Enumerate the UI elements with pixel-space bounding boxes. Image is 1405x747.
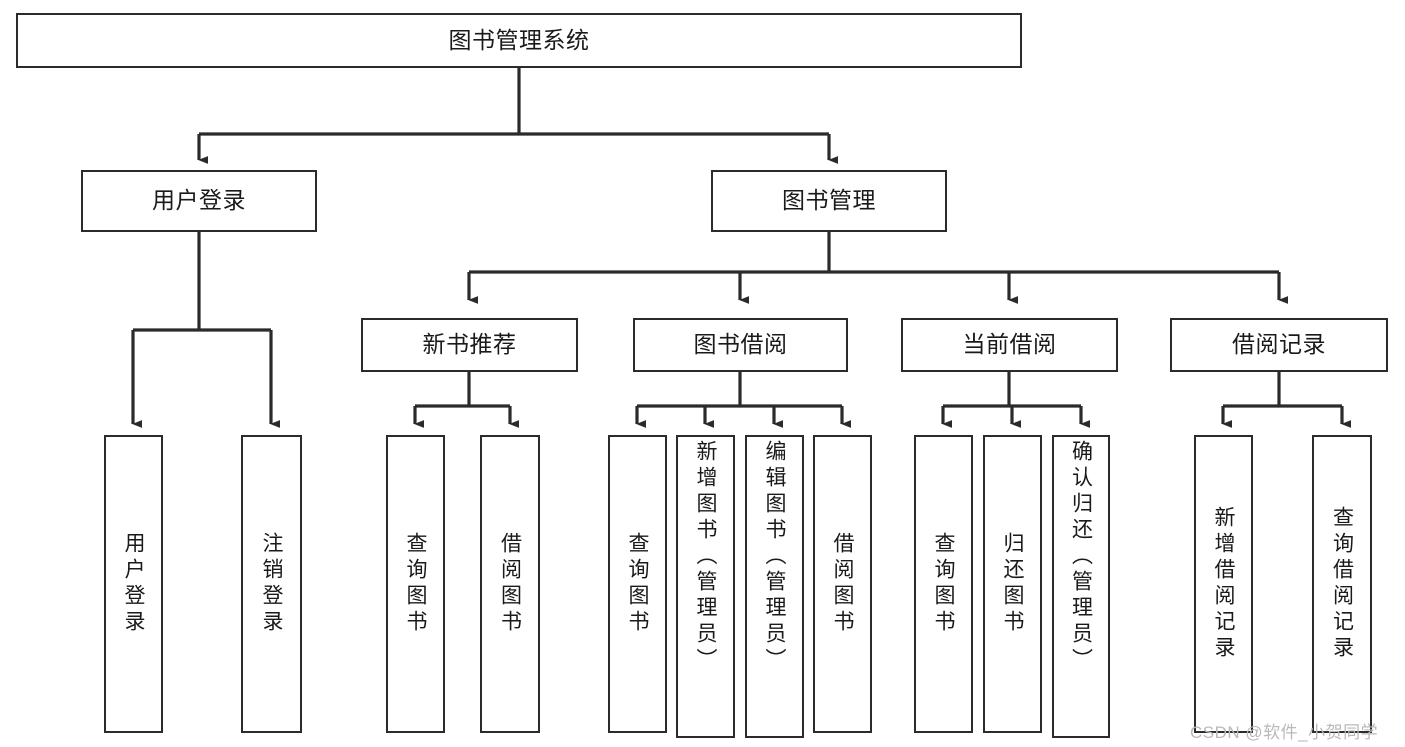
- node-root[interactable]: 图书管理系统: [16, 13, 1022, 68]
- watermark-text: CSDN @软件_小贺同学: [1190, 723, 1379, 742]
- node-leaf-user-login[interactable]: 用户登录: [104, 435, 163, 733]
- node-leaf-query-book-3[interactable]: 查询图书: [914, 435, 973, 733]
- node-book-borrow[interactable]: 图书借阅: [633, 318, 848, 372]
- node-leaf-borrow-book-1[interactable]: 借阅图书: [480, 435, 540, 733]
- node-leaf-logout-label: 注销登录: [260, 532, 283, 636]
- node-leaf-add-record-label: 新增借阅记录: [1212, 506, 1235, 662]
- node-leaf-return-book[interactable]: 归还图书: [983, 435, 1042, 733]
- node-leaf-query-book-2-label: 查询图书: [626, 532, 649, 636]
- node-leaf-borrow-book-2[interactable]: 借阅图书: [813, 435, 872, 733]
- node-leaf-add-book[interactable]: 新增图书（管理员）: [676, 435, 735, 738]
- node-leaf-query-book-3-label: 查询图书: [932, 532, 955, 636]
- node-leaf-user-login-label: 用户登录: [122, 532, 145, 636]
- node-leaf-edit-book[interactable]: 编辑图书（管理员）: [745, 435, 804, 738]
- node-leaf-query-book-2[interactable]: 查询图书: [608, 435, 667, 733]
- node-leaf-confirm-return-label: 确认归还（管理员）: [1069, 440, 1093, 674]
- node-leaf-edit-book-label: 编辑图书（管理员）: [763, 440, 786, 674]
- node-leaf-add-record[interactable]: 新增借阅记录: [1194, 435, 1253, 733]
- node-leaf-query-record-label: 查询借阅记录: [1330, 506, 1354, 662]
- node-book-manage-label: 图书管理: [782, 187, 876, 214]
- node-borrow-record[interactable]: 借阅记录: [1170, 318, 1388, 372]
- node-leaf-confirm-return[interactable]: 确认归还（管理员）: [1052, 435, 1110, 738]
- node-root-label: 图书管理系统: [448, 26, 590, 53]
- node-leaf-return-book-label: 归还图书: [1001, 532, 1024, 636]
- node-new-book-recommend-label: 新书推荐: [422, 331, 517, 358]
- node-current-borrow[interactable]: 当前借阅: [901, 318, 1118, 372]
- node-borrow-record-label: 借阅记录: [1232, 331, 1326, 358]
- node-leaf-logout[interactable]: 注销登录: [241, 435, 302, 733]
- node-user-login-label: 用户登录: [152, 187, 246, 214]
- node-user-login[interactable]: 用户登录: [81, 170, 317, 232]
- node-leaf-add-book-label: 新增图书（管理员）: [694, 440, 717, 674]
- node-leaf-borrow-book-1-label: 借阅图书: [498, 532, 522, 636]
- node-current-borrow-label: 当前借阅: [962, 331, 1057, 358]
- node-leaf-borrow-book-2-label: 借阅图书: [831, 532, 854, 636]
- node-new-book-recommend[interactable]: 新书推荐: [361, 318, 578, 372]
- node-leaf-query-book-1[interactable]: 查询图书: [386, 435, 445, 733]
- node-book-manage[interactable]: 图书管理: [711, 170, 947, 232]
- node-book-borrow-label: 图书借阅: [693, 331, 788, 358]
- node-leaf-query-record[interactable]: 查询借阅记录: [1312, 435, 1372, 733]
- node-leaf-query-book-1-label: 查询图书: [404, 532, 427, 636]
